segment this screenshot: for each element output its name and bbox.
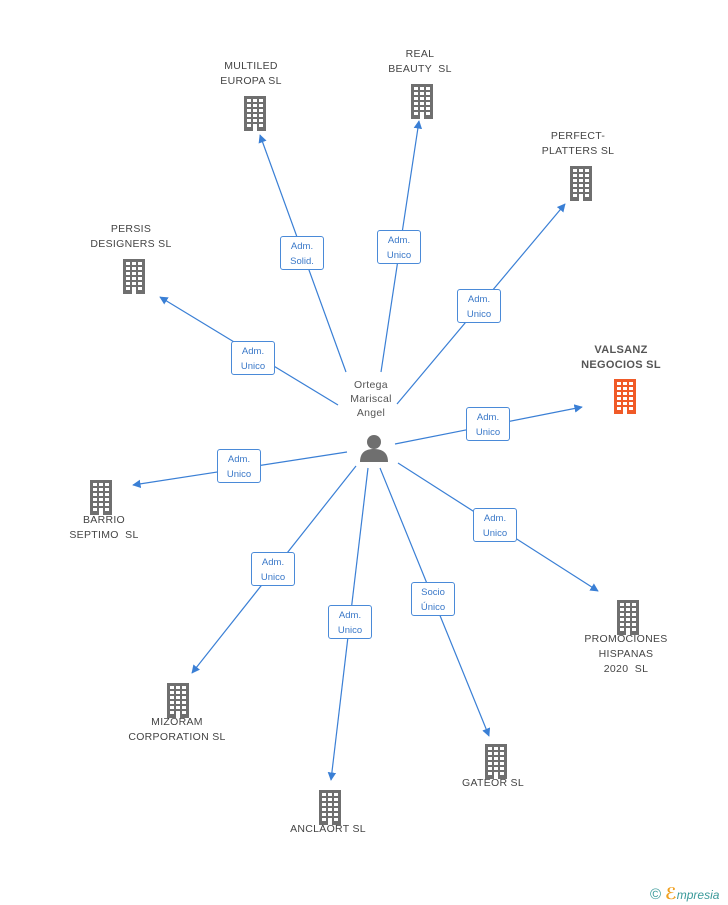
company-name-line: MULTILED [224, 60, 278, 72]
company-name-line: GATEOR SL [461, 777, 525, 789]
role-line: Unico [226, 469, 252, 480]
role-line: Adm. [476, 412, 500, 423]
company-name[interactable]: ANCLAORT SL [248, 822, 408, 837]
brand-initial: ℰ [665, 886, 677, 903]
role-badge-mizoram[interactable]: Adm. Unico [251, 552, 295, 586]
role-line: Único [420, 602, 446, 613]
company-name-line: REAL [405, 48, 435, 60]
person-name[interactable]: Ortega Mariscal Angel [321, 378, 421, 420]
role-line: Unico [337, 625, 363, 636]
company-name[interactable]: MIZORAM CORPORATION SL [97, 715, 257, 745]
company-name-line: NEGOCIOS SL [581, 359, 661, 371]
company-name[interactable]: VALSANZ NEGOCIOS SL [541, 343, 701, 373]
copyright-symbol: © [650, 885, 662, 903]
company-name-line: BEAUTY SL [388, 63, 452, 75]
building-icon[interactable] [608, 378, 642, 414]
role-line: Adm. [241, 346, 265, 357]
role-line: Unico [466, 309, 492, 320]
role-badge-persis[interactable]: Adm. Unico [231, 341, 275, 375]
company-name-line: EUROPA SL [220, 75, 282, 87]
role-line: Adm. [483, 513, 507, 524]
role-line: Unico [386, 250, 412, 261]
building-icon[interactable] [84, 479, 118, 515]
building-icon[interactable] [611, 599, 645, 635]
company-name[interactable]: PERSIS DESIGNERS SL [51, 222, 211, 252]
role-line: Adm. [290, 241, 314, 252]
company-name[interactable]: MULTILED EUROPA SL [171, 59, 331, 89]
role-line: Unico [240, 361, 266, 372]
company-name-line: 2020 SL [603, 663, 649, 675]
role-line: Unico [260, 572, 286, 583]
role-badge-barrio[interactable]: Adm. Unico [217, 449, 261, 483]
role-line: Unico [475, 427, 501, 438]
role-badge-promociones[interactable]: Adm. Unico [473, 508, 517, 542]
company-name-line: SEPTIMO SL [69, 529, 139, 541]
company-name[interactable]: BARRIO SEPTIMO SL [24, 513, 184, 543]
role-badge-valsanz[interactable]: Adm. Unico [466, 407, 510, 441]
role-line: Adm. [227, 454, 251, 465]
company-name[interactable]: PERFECT- PLATTERS SL [498, 129, 658, 159]
person-name-line-3: Angel [356, 407, 386, 419]
company-name-line: HISPANAS [598, 648, 654, 660]
role-badge-real-beauty[interactable]: Adm. Unico [377, 230, 421, 264]
company-name-line: ANCLAORT SL [290, 823, 366, 835]
footer-brand[interactable]: © ℰmpresia [650, 884, 719, 904]
company-name-line: PERSIS [110, 223, 152, 235]
role-line: Adm. [467, 294, 491, 305]
building-icon[interactable] [161, 682, 195, 718]
role-line: Unico [482, 528, 508, 539]
role-line: Adm. [261, 557, 285, 568]
building-icon[interactable] [313, 789, 347, 825]
company-name-line: PERFECT- [550, 130, 606, 142]
company-name-line: MIZORAM [151, 716, 203, 728]
building-icon[interactable] [238, 95, 272, 131]
building-icon[interactable] [117, 258, 151, 294]
company-name-line: BARRIO [82, 514, 126, 526]
role-badge-multiled[interactable]: Adm. Solid. [280, 236, 324, 270]
company-name-line: VALSANZ [594, 344, 648, 356]
company-name-line: CORPORATION SL [128, 731, 226, 743]
brand-name: mpresia [676, 888, 720, 902]
role-line: Solid. [290, 256, 314, 267]
building-icon[interactable] [564, 165, 598, 201]
company-name-line: DESIGNERS SL [90, 238, 172, 250]
person-name-line-2: Mariscal [350, 393, 392, 405]
building-icon[interactable] [479, 743, 513, 779]
role-badge-anclaort[interactable]: Adm. Unico [328, 605, 372, 639]
role-line: Adm. [338, 610, 362, 621]
brand-logo: ℰmpresia [665, 884, 719, 904]
company-name[interactable]: REAL BEAUTY SL [340, 47, 500, 77]
company-name[interactable]: GATEOR SL [413, 776, 573, 791]
building-icon[interactable] [405, 83, 439, 119]
company-name[interactable]: PROMOCIONES HISPANAS 2020 SL [546, 632, 706, 677]
person-icon[interactable] [358, 432, 390, 464]
role-line: Socio [421, 587, 445, 598]
person-name-line-1: Ortega [354, 379, 388, 391]
company-name-line: PROMOCIONES [584, 633, 668, 645]
company-name-line: PLATTERS SL [541, 145, 615, 157]
role-line: Adm. [387, 235, 411, 246]
role-badge-perfect-platters[interactable]: Adm. Unico [457, 289, 501, 323]
